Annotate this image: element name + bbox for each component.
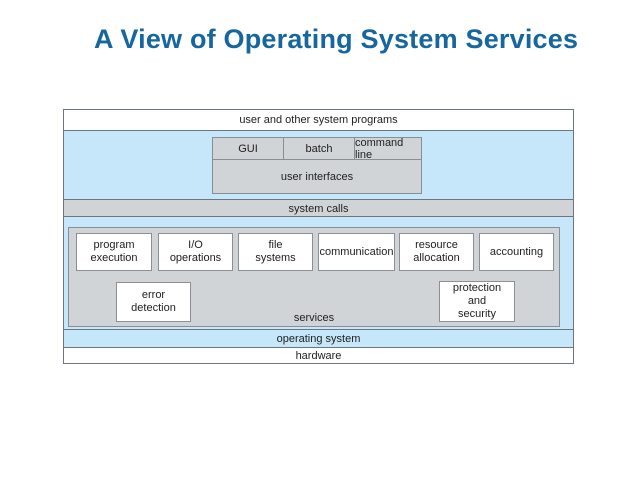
band-user-programs: user and other system programs <box>64 110 573 130</box>
services-label: services <box>293 312 335 324</box>
service-box-protection-security: protection and security <box>439 281 515 322</box>
band-hardware: hardware <box>64 347 573 363</box>
ui-cell-command-line: command line <box>355 136 404 161</box>
ui-cell-batch: batch <box>284 138 355 159</box>
services-panel: program execution I/O operations file sy… <box>68 227 560 327</box>
operating-system-label: operating system <box>276 333 361 345</box>
band-services: program execution I/O operations file sy… <box>64 216 573 329</box>
band-operating-system: operating system <box>64 329 573 348</box>
service-box-communication: communication <box>318 233 395 271</box>
system-calls-label: system calls <box>288 202 349 215</box>
service-box-file-systems: file systems <box>238 233 313 271</box>
service-box-error-detection: error detection <box>116 282 191 322</box>
band-system-calls: system calls <box>64 199 573 217</box>
user-interfaces-label: user interfaces <box>280 171 354 183</box>
user-interface-box: GUI batch command line user interfaces <box>212 137 422 194</box>
page-title: A View of Operating System Services <box>94 24 579 54</box>
hardware-label: hardware <box>295 349 342 362</box>
service-box-program-execution: program execution <box>76 233 152 271</box>
service-box-io-operations: I/O operations <box>158 233 233 271</box>
ui-cell-gui: GUI <box>213 138 284 159</box>
band-user-interfaces: GUI batch command line user interfaces <box>64 130 573 199</box>
ui-types-row: GUI batch command line <box>213 136 421 161</box>
os-services-diagram: user and other system programs GUI batch… <box>63 109 574 364</box>
service-box-resource-allocation: resource allocation <box>399 233 474 271</box>
user-programs-label: user and other system programs <box>239 114 398 126</box>
service-box-accounting: accounting <box>479 233 554 271</box>
